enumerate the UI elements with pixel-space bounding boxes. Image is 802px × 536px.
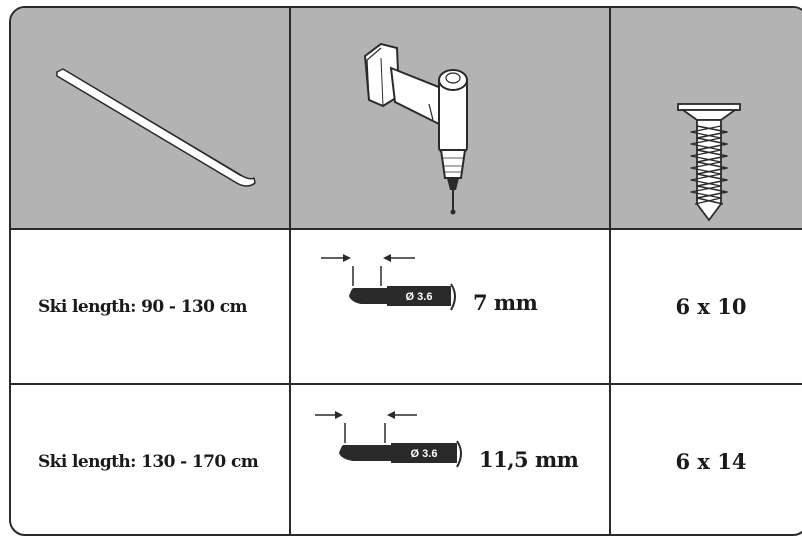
drill-depth-cell: Ø 3.6 7 mm: [291, 230, 611, 385]
bit-diameter: Ø 3.6: [406, 291, 433, 303]
drill-bit-diagram: Ø 3.6: [321, 254, 456, 311]
screw-size: 6 x 14: [675, 449, 747, 474]
drill-depth-cell: Ø 3.6 11,5 mm: [291, 385, 611, 534]
drill-bit-diagram: Ø 3.6: [315, 411, 462, 468]
header-drill-cell: [291, 8, 611, 230]
ski-length-label: Ski length: 90 - 130 cm: [11, 230, 291, 385]
drill-depth-value: 11,5 mm: [479, 447, 579, 472]
pry-bar-icon: [56, 68, 256, 187]
countersunk-screw-icon: [677, 103, 741, 222]
cordless-drill-icon: [363, 42, 468, 215]
bit-diameter: Ø 3.6: [411, 448, 438, 460]
header-pry-bar-cell: [11, 8, 291, 230]
ski-length-label: Ski length: 130 - 170 cm: [11, 385, 291, 534]
header-screw-cell: [611, 8, 802, 230]
screw-size: 6 x 10: [611, 230, 802, 385]
tool-table: Ski length: 90 - 130 cm Ø 3.6: [9, 6, 802, 536]
drill-depth-value: 7 mm: [473, 290, 538, 315]
